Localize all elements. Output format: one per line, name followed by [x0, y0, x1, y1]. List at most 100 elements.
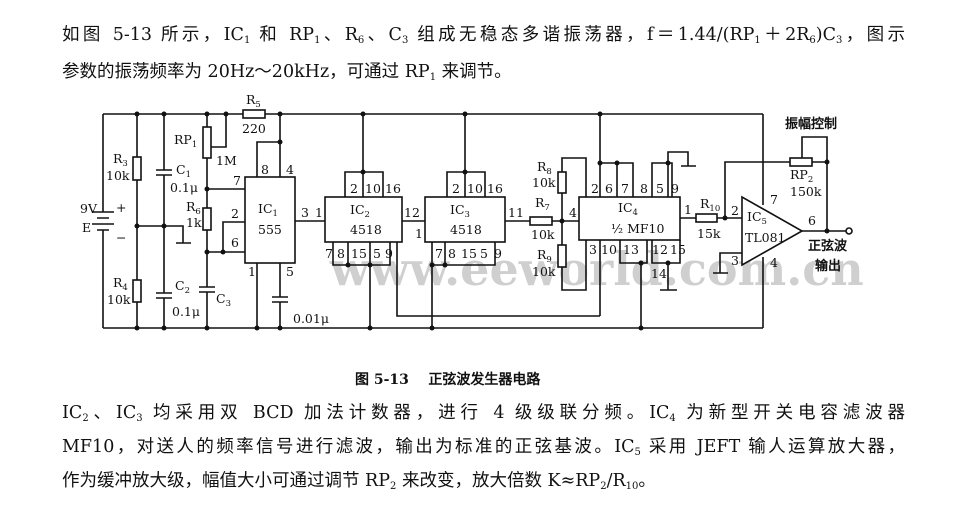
ic3-pin: 7 [435, 246, 443, 261]
ic2-pin: 16 [385, 181, 401, 196]
r4-label: R4 [113, 275, 128, 293]
text-run: 、R [320, 25, 358, 45]
c1-label: C1 [176, 162, 191, 180]
ic2-label: IC2 [350, 202, 370, 220]
subscript: 2 [82, 413, 89, 424]
output-label-out: 输出 [815, 258, 841, 274]
ic2-pin: 10 [365, 181, 381, 196]
output-terminal [845, 227, 853, 235]
c-timing-value: 0.01μ [293, 311, 329, 326]
subscript: 1 [243, 35, 251, 46]
text-run: ，图示 [842, 25, 906, 45]
subscript: 1 [429, 72, 437, 83]
resistor-r8 [557, 171, 567, 194]
r10-label: R10 [700, 196, 720, 214]
ic4-pin: 15 [670, 242, 686, 257]
r6-label: R6 [186, 199, 201, 217]
ic3-pin: 9 [494, 246, 502, 261]
body-paragraph-line-2: MF10，对送人的频率信号进行滤波，输出为标准的正弦基波。IC5 采用 JEFT… [62, 436, 905, 464]
ic4-pin: 1 [684, 202, 692, 217]
ic3-pin: 16 [487, 181, 503, 196]
figure-caption: 图 5-13 正弦波发生器电路 [355, 372, 541, 388]
r9-label: R9 [537, 247, 552, 265]
subscript: 6 [809, 35, 816, 46]
rp2-label: RP2 [790, 167, 813, 185]
ic4-pin: 2 [591, 181, 599, 196]
text-run: 采用 JEFT 输人运算放大器， [640, 437, 905, 457]
ic4-pin: 10 [601, 242, 617, 257]
text-run: /R [606, 471, 626, 491]
ic5-part: TL081 [745, 230, 786, 245]
ic2-pin: 1 [315, 205, 323, 220]
c2-label: C2 [175, 278, 190, 296]
supply-minus-label: − [116, 230, 126, 245]
r7-value: 10k [531, 227, 555, 242]
subscript: 3 [835, 35, 843, 46]
text-run: 和 RP [250, 25, 315, 45]
resistor-r10 [695, 213, 718, 223]
text-run: 均采用双 BCD 加法计数器，进行 4 级级联分频。IC [142, 403, 670, 423]
resistor-r6 [202, 207, 212, 231]
ic3-4518-chip [424, 196, 506, 243]
ic2-pin: 8 [337, 246, 345, 261]
text-run: 作为缓冲放大级，幅值大小可通过调节 RP [62, 471, 391, 491]
text-run: 来调节。 [436, 62, 512, 82]
r10-value: 15k [697, 226, 721, 241]
potentiometer-rp2 [789, 157, 813, 167]
text-run: 为新型开关电容滤波器 [675, 403, 906, 423]
r8-label: R8 [537, 159, 552, 177]
r5-value: 220 [242, 121, 266, 136]
ic5-pin: 7 [770, 192, 778, 207]
c1-value: 0.1μ [170, 180, 198, 195]
subscript: 3 [136, 413, 143, 424]
r4-value: 10k [107, 292, 131, 307]
ic4-pin: 12 [652, 242, 668, 257]
ic2-4518-chip [324, 196, 403, 243]
text-run: 来改变，放大倍数 K≈RP [396, 471, 601, 491]
subscript: 2 [600, 481, 607, 492]
c3-label: C3 [216, 291, 231, 309]
ic3-pin: 2 [452, 181, 460, 196]
ic2-pin: 5 [373, 246, 381, 261]
r3-value: 10k [106, 168, 130, 183]
ic5-pin: 4 [770, 255, 778, 270]
ic4-pin: 8 [640, 181, 648, 196]
ic1-pin: 6 [231, 235, 239, 250]
ic4-pin: 7 [621, 181, 629, 196]
amplitude-control-label: 振幅控制 [785, 116, 837, 132]
ic1-pin: 1 [248, 264, 256, 279]
ic2-pin: 15 [351, 246, 367, 261]
text-run: 、C [364, 25, 402, 45]
r3-label: R3 [113, 151, 128, 169]
ic1-pin: 4 [286, 162, 294, 177]
output-label-sine: 正弦波 [808, 238, 848, 254]
r7-label: R7 [535, 195, 550, 213]
text-run: )C [815, 25, 836, 45]
subscript: 1 [754, 35, 761, 46]
text-run: 参数的振荡频率为 20Hz～20kHz，可通过 RP [62, 62, 430, 82]
potentiometer-rp1 [202, 126, 212, 159]
ic4-mf10-chip [578, 196, 681, 241]
ic1-pin: 3 [301, 205, 309, 220]
components [132, 109, 813, 303]
resistor-r7 [529, 216, 553, 226]
ic1-label: IC1 [258, 201, 278, 219]
ic2-part: 4518 [350, 222, 382, 237]
body-paragraph-line-3: 作为缓冲放大级，幅值大小可通过调节 RP2 来改变，放大倍数 K≈RP2/R10… [62, 470, 656, 498]
ic3-pin: 1 [415, 226, 423, 241]
ic5-pin: 6 [808, 213, 816, 228]
resistor-r9 [557, 244, 567, 268]
ic1-part: 555 [258, 222, 282, 237]
ic3-pin: 8 [448, 246, 456, 261]
supply-plus-label: + [116, 200, 126, 215]
ic3-part: 4518 [450, 222, 482, 237]
ic4-pin: 3 [589, 242, 597, 257]
r6-value: 1k [186, 215, 202, 230]
intro-paragraph-line-1: 如图 5-13 所示，IC1 和 RP1、R6、C3 组成无稳态多谐振荡器，f＝… [62, 24, 905, 52]
battery-symbol [92, 211, 114, 231]
r8-value: 10k [532, 175, 556, 190]
ic1-pin: 7 [233, 173, 241, 188]
body-paragraph-line-1: IC2、IC3 均采用双 BCD 加法计数器，进行 4 级级联分频。IC4 为新… [62, 402, 905, 430]
labels: 9V E + − R3 10k R4 10k C1 0.1μ C2 0.1μ C… [80, 92, 848, 326]
ic3-pin: 10 [467, 181, 483, 196]
